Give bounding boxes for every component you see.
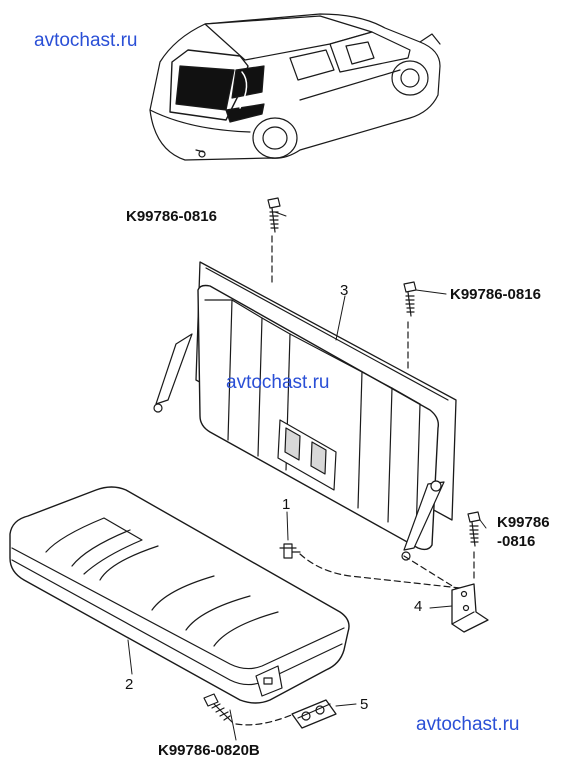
callout-pin: 1 [282, 496, 291, 513]
bracket-part [451, 583, 489, 633]
callout-seat-cushion: 2 [125, 676, 134, 693]
part-number-bolt-top-right: K99786-0816 [450, 286, 541, 303]
part-number-bolt-right-line2: -0816 [497, 533, 536, 550]
vehicle-illustration [149, 13, 441, 161]
striker-part [291, 699, 337, 729]
bolt-bottom [203, 693, 295, 726]
callout-seat-back: 3 [340, 282, 349, 299]
callout-striker: 5 [360, 696, 369, 713]
watermark-bottom-right: avtochast.ru [416, 714, 520, 735]
bolt-right [467, 511, 481, 583]
watermark-top-left: avtochast.ru [34, 30, 138, 51]
bolt-top-right [403, 281, 417, 373]
part-number-bolt-bottom: K99786-0820B [158, 742, 260, 759]
pin-part [279, 543, 463, 593]
callout-bracket: 4 [414, 598, 423, 615]
bolt-top-left [267, 197, 281, 287]
watermark-center: avtochast.ru [226, 372, 330, 393]
part-number-bolt-top-left: K99786-0816 [126, 208, 217, 225]
seat-cushion-assembly [9, 486, 350, 704]
leader-lines [127, 211, 487, 741]
part-number-bolt-right-line1: K99786 [497, 514, 550, 531]
seat-back-assembly [153, 261, 457, 561]
